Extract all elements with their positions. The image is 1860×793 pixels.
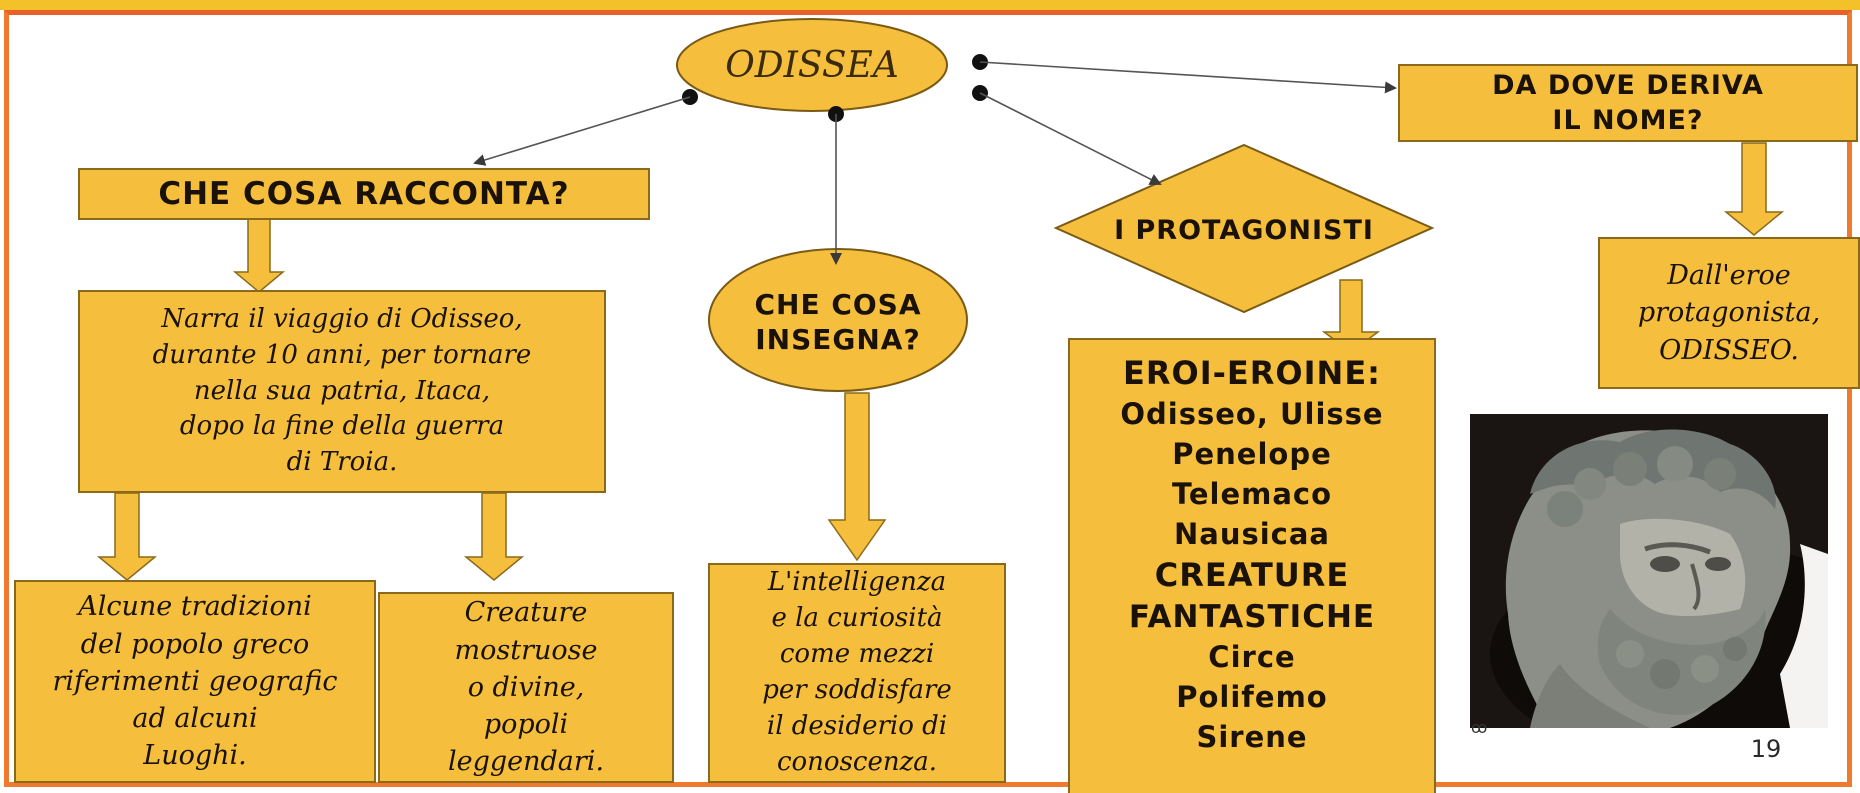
insegna-answer-line: per soddisfare <box>762 675 952 705</box>
nome-heading-line: DA DOVE DERIVA <box>1492 69 1764 101</box>
racconta-summary-box: Narra il viaggio di Odisseo, durante 10 … <box>78 290 606 493</box>
nome-answer-box: Dall'eroe protagonista, ODISSEO. <box>1598 237 1860 389</box>
tradizioni-line: Alcune tradizioni <box>78 591 312 623</box>
creature-line: popoli <box>483 709 569 741</box>
protagonisti-line: Sirene <box>1196 720 1308 755</box>
bust-of-odysseus-image <box>1470 414 1828 728</box>
creature-line: leggendari. <box>447 746 605 778</box>
insegna-heading-line: INSEGNA? <box>755 323 921 356</box>
insegna-heading-line: CHE COSA <box>754 288 922 321</box>
protagonisti-line: Circe <box>1208 640 1296 675</box>
racconta-heading-box: CHE COSA RACCONTA? <box>78 168 650 220</box>
protagonisti-line: Nausicaa <box>1173 517 1331 552</box>
summary-line: Narra il viaggio di Odisseo, <box>161 303 523 334</box>
nome-answer-line: Dall'eroe <box>1667 260 1791 292</box>
tradizioni-line: del popolo greco <box>80 628 310 660</box>
creature-line: mostruose <box>454 634 598 666</box>
insegna-answer-line: L'intelligenza <box>767 567 947 598</box>
tradizioni-line: ad alcuni <box>132 703 258 735</box>
summary-line: nella sua patria, Itaca, <box>193 375 491 406</box>
tradizioni-line: Luoghi. <box>143 740 247 772</box>
bust-illustration <box>1470 414 1828 728</box>
summary-line: dopo la fine della guerra <box>179 411 505 442</box>
protagonisti-line: Polifemo <box>1176 680 1328 715</box>
protagonisti-line: CREATURE <box>1154 556 1350 595</box>
racconta-heading: CHE COSA RACCONTA? <box>158 176 570 212</box>
insegna-answer-line: come mezzi <box>779 639 935 670</box>
insegna-heading: CHE COSA INSEGNA? <box>730 282 946 362</box>
nome-answer-line: protagonista, <box>1637 297 1821 329</box>
nome-heading-box: DA DOVE DERIVA IL NOME? <box>1398 64 1858 142</box>
insegna-answer-line: conoscenza. <box>776 746 938 777</box>
protagonisti-line: Telemaco <box>1171 477 1333 512</box>
root-label: ODISSEA <box>725 44 899 86</box>
page-number: 19 <box>1750 735 1782 763</box>
tradizioni-box: Alcune tradizioni del popolo greco rifer… <box>14 580 376 783</box>
tradizioni-line: riferimenti geografic <box>52 665 338 697</box>
protagonisti-line: Penelope <box>1172 437 1332 472</box>
summary-line: di Troia. <box>286 447 398 478</box>
insegna-answer-line: e la curiosità <box>771 603 943 634</box>
protagonisti-line: Odisseo, Ulisse <box>1120 397 1384 432</box>
creature-line: o divine, <box>467 671 585 703</box>
protagonisti-line: EROI-EROINE: <box>1123 354 1381 392</box>
creature-box: Creature mostruose o divine, popoli legg… <box>378 592 674 783</box>
protagonisti-heading: I PROTAGONISTI <box>1114 214 1374 246</box>
insegna-answer-box: L'intelligenza e la curiosità come mezzi… <box>708 563 1006 783</box>
insegna-answer-line: il desiderio di <box>766 710 948 741</box>
protagonisti-line: FANTASTICHE <box>1128 598 1376 635</box>
nome-heading-line: IL NOME? <box>1552 105 1704 136</box>
protagonisti-list-box: EROI-EROINE: Odisseo, Ulisse Penelope Te… <box>1068 338 1436 793</box>
summary-line: durante 10 anni, per tornare <box>152 339 532 370</box>
credit-mark: ꝏ <box>1471 718 1488 737</box>
nome-answer-line: ODISSEO. <box>1659 334 1799 366</box>
top-accent-bar <box>0 0 1860 10</box>
creature-line: Creature <box>464 597 588 629</box>
